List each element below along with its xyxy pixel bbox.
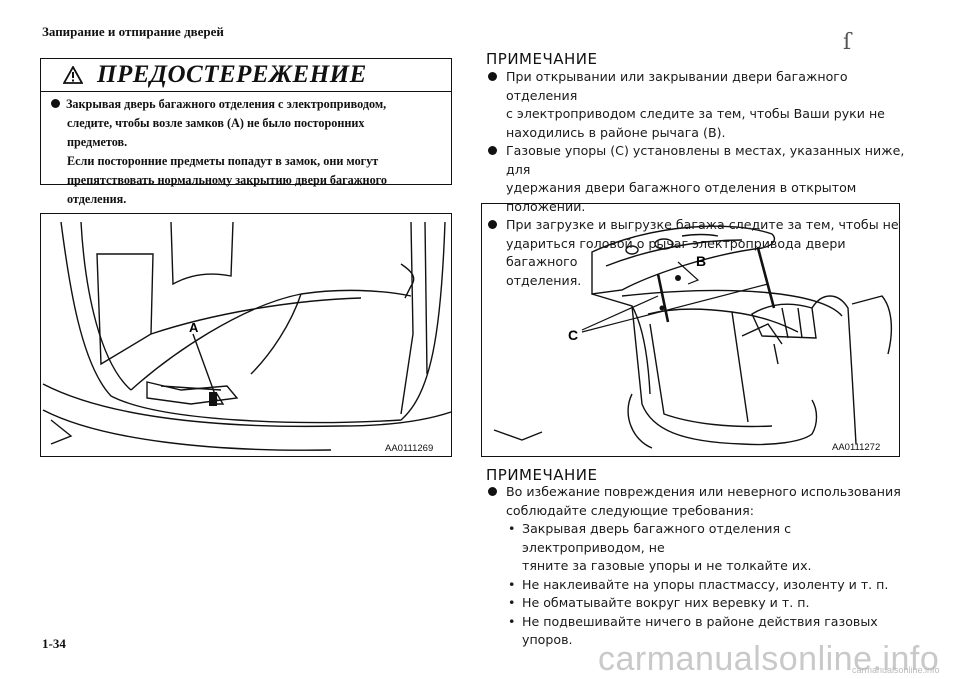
bullet-icon	[488, 146, 497, 155]
sub-bullet-icon: •	[508, 576, 516, 592]
bullet-icon	[488, 72, 497, 81]
note-heading: ПРИМЕЧАНИЕ	[486, 50, 598, 68]
sub-bullet-icon: •	[508, 613, 516, 629]
note-item: При открывании или закрывании двери бага…	[486, 68, 906, 142]
note-line: с электроприводом следите за тем, чтобы …	[506, 106, 885, 121]
watermark-small: carmanualsonline.info	[852, 665, 940, 675]
trunk-latch-illustration: A	[42, 221, 451, 451]
warning-box: ПРЕДОСТЕРЕЖЕНИЕ Закрывая дверь багажного…	[40, 58, 452, 206]
note-item: Газовые упоры (C) установлены в местах, …	[486, 142, 906, 216]
bullet-icon	[488, 487, 497, 496]
note-line: При загрузке и выгрузке багажа следите з…	[506, 217, 899, 232]
corner-mark: ſ	[843, 30, 852, 55]
page-header: Запирание и отпирание дверей	[42, 24, 224, 39]
warning-title: ПРЕДОСТЕРЕЖЕНИЕ	[97, 61, 367, 88]
page-number: 1-34	[42, 636, 66, 651]
warning-line: Закрывая дверь багажного отделения с эле…	[66, 97, 387, 111]
note-line: находились в районе рычага (B).	[506, 124, 726, 140]
bullet-icon	[488, 220, 497, 229]
bullet-icon	[51, 99, 60, 108]
note-item: Во избежание повреждения или неверного и…	[486, 483, 916, 520]
note-line: При открывании или закрывании двери бага…	[506, 69, 848, 103]
warning-line: Если посторонние предметы попадут в замо…	[67, 154, 379, 168]
warning-line: препятствовать нормальному закрытию двер…	[67, 173, 387, 187]
warning-body: Закрывая дверь багажного отделения с эле…	[51, 95, 443, 209]
note-line: Не обматывайте вокруг них веревку и т. п…	[522, 595, 810, 610]
sub-item: • Не обматывайте вокруг них веревку и т.…	[506, 594, 916, 613]
note-line: Закрывая дверь багажного отделения с эле…	[522, 521, 791, 555]
note-line: соблюдайте следующие требования:	[506, 502, 754, 518]
note-body: Во избежание повреждения или неверного и…	[486, 483, 916, 650]
sub-item: • Закрывая дверь багажного отделения с э…	[506, 520, 916, 576]
figure-code: AA0111272	[832, 442, 881, 453]
warning-triangle-icon	[63, 66, 83, 84]
figure-open-tailgate: B C AA0111272	[481, 203, 900, 457]
note-line: Газовые упоры (C) установлены в местах, …	[506, 143, 905, 177]
note-heading: ПРИМЕЧАНИЕ	[486, 466, 598, 484]
note-line: Во избежание повреждения или неверного и…	[506, 484, 901, 499]
warning-line: предметов.	[67, 135, 128, 149]
figure-code: AA0111269	[385, 443, 434, 454]
note-body: При открывании или закрывании двери бага…	[486, 68, 906, 290]
note-subitems: • Закрывая дверь багажного отделения с э…	[486, 520, 916, 650]
sub-item: • Не наклеивайте на упоры пластмассу, из…	[506, 576, 916, 595]
note-line: Не наклеивайте на упоры пластмассу, изол…	[522, 576, 889, 592]
open-tailgate-illustration: B C	[493, 225, 893, 449]
warning-title-row: ПРЕДОСТЕРЕЖЕНИЕ	[41, 59, 451, 92]
note-line: отделения.	[506, 272, 582, 288]
warning-line: следите, чтобы возле замков (A) не было …	[67, 116, 365, 130]
note-line: удариться головой о рычаг электропривода…	[506, 235, 846, 270]
sub-item: • Не подвешивайте ничего в районе действ…	[506, 613, 916, 650]
note-line: Не подвешивайте ничего в районе действия…	[522, 613, 878, 648]
warning-line: отделения.	[67, 192, 127, 206]
figure-trunk-latch: A AA0111269	[40, 213, 452, 457]
sub-bullet-icon: •	[508, 521, 516, 536]
sub-bullet-icon: •	[508, 595, 516, 610]
note-line: тяните за газовые упоры и не толкайте их…	[522, 558, 812, 573]
label-b: B	[696, 253, 706, 269]
note-line: удержания двери багажного отделения в от…	[506, 180, 857, 214]
watermark: carmanualsonline.info	[598, 640, 940, 678]
note-item: При загрузке и выгрузке багажа следите з…	[486, 216, 906, 290]
label-a: A	[189, 320, 199, 335]
label-c: C	[568, 327, 578, 343]
